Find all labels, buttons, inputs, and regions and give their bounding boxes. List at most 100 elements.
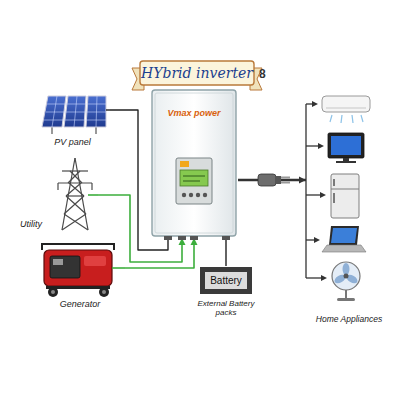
title-ribbon-part: [140, 61, 254, 85]
air-conditioner-part: [330, 115, 363, 123]
utility-tower-part: [62, 170, 88, 171]
utility-tower-part: [91, 183, 92, 190]
utility-node: Utility: [18, 155, 98, 233]
utility-tower-part: [69, 183, 84, 196]
appliance-bus-part: [306, 239, 315, 240]
generator-node: Generator: [35, 238, 125, 310]
refrigerator-part: [333, 193, 335, 203]
generator-picture-part: [53, 259, 63, 265]
pv-panel-node: PV panel: [35, 92, 110, 148]
utility-tower-part: [70, 171, 82, 183]
pv-panel-picture-part: [42, 96, 66, 127]
generator-picture-part: [99, 287, 109, 297]
generator-picture: [42, 244, 125, 297]
inverter-housing-part: [190, 236, 198, 240]
node-label: Vmax power: [167, 108, 220, 118]
inverter-housing-part: [183, 176, 205, 177]
television-part: [343, 158, 349, 161]
appliances-node: Home Appliances: [306, 90, 392, 326]
refrigerator-part: [331, 174, 359, 218]
power-plug: [258, 174, 290, 186]
electric-fan-part: [332, 262, 360, 290]
power-plug-part: [281, 182, 290, 184]
node-label: Home Appliances: [316, 314, 382, 324]
utility-tower-part: [64, 214, 88, 230]
air-conditioner-part-part: [361, 115, 363, 122]
inverter-housing-part: [155, 93, 233, 233]
laptop-part: [322, 245, 366, 252]
power-plug-part: [258, 174, 276, 186]
node-label: Generator: [60, 299, 101, 309]
utility-tower-part: [66, 183, 81, 196]
battery-node: BatteryExternal Battery packs: [195, 266, 257, 328]
appliance-bus-part: [318, 143, 324, 149]
electric-fan-part: [333, 263, 359, 285]
pv-panel-picture-part: [86, 96, 106, 127]
inverter-housing-part: [182, 193, 186, 197]
pv-panel-picture-part-part: [52, 96, 57, 127]
appliance-bus-part: [305, 104, 306, 278]
utility-tower-part: [58, 182, 92, 183]
appliance-bus-part: [306, 103, 313, 104]
utility-tower-part: [57, 183, 58, 190]
inverter-housing-part: [180, 170, 208, 186]
node-note: External Battery packs: [195, 299, 257, 317]
appliance-bus-part: [306, 194, 321, 195]
utility-tower: [58, 158, 98, 230]
appliance-bus-part: [306, 145, 319, 146]
inverter-housing-part: [183, 181, 200, 182]
node-label: Utility: [20, 219, 42, 229]
generator-picture-part: [102, 290, 106, 294]
inverter-housing-part: [180, 161, 189, 167]
refrigerator-part: [331, 189, 359, 190]
appliance-bus-part: [320, 192, 326, 198]
connector: [225, 238, 226, 266]
utility-tower-part: [68, 171, 80, 183]
appliance-bus-part: [314, 237, 320, 243]
appliance-bus: [306, 101, 327, 281]
air-conditioner: [322, 96, 370, 123]
electric-fan-part-part: [343, 263, 350, 275]
refrigerator-part: [333, 179, 335, 186]
node-label: PV panel: [54, 137, 91, 147]
generator-picture-part: [48, 287, 58, 297]
refrigerator: [331, 174, 359, 218]
power-plug-part: [281, 177, 290, 179]
inverter-housing-part: [152, 90, 236, 236]
pv-panel-picture-part: [64, 96, 86, 127]
generator-picture-part: [51, 290, 55, 294]
electric-fan-part: [344, 274, 349, 279]
generator-picture-part: [42, 244, 114, 250]
television-part: [328, 133, 364, 158]
television-part: [336, 161, 356, 163]
generator-picture-part: [112, 267, 125, 269]
inverter-housing-part: [164, 236, 172, 240]
appliance-bus-part: [312, 101, 318, 107]
inverter-housing-part: [203, 193, 207, 197]
electric-fan-part: [337, 298, 355, 301]
node-label: Battery: [205, 272, 247, 289]
inverter-housing-part: [189, 193, 193, 197]
connector: [125, 238, 194, 268]
air-conditioner-part-part: [341, 115, 342, 123]
pv-panel-picture-part-part: [96, 96, 97, 127]
utility-tower-part: [66, 196, 86, 214]
laptop-part: [329, 226, 359, 245]
utility-tower-part: [62, 214, 86, 230]
utility-tower-part: [88, 194, 98, 196]
air-conditioner-part: [326, 108, 366, 109]
appliance-bus-part: [321, 275, 327, 281]
inverter-housing-part: [178, 236, 186, 240]
pv-panel-picture: [42, 96, 110, 134]
air-conditioner-part-part: [352, 115, 353, 123]
air-conditioner-part-part: [330, 115, 332, 122]
pv-panel-picture-part-part: [74, 96, 77, 127]
arrow-head: [299, 177, 306, 184]
pv-panel-picture-part-part: [46, 112, 106, 113]
television: [328, 133, 364, 163]
inverter-housing-part: [196, 193, 200, 197]
title-text: HYbrid inverter: [140, 61, 254, 85]
inverter-housing: [152, 90, 236, 240]
